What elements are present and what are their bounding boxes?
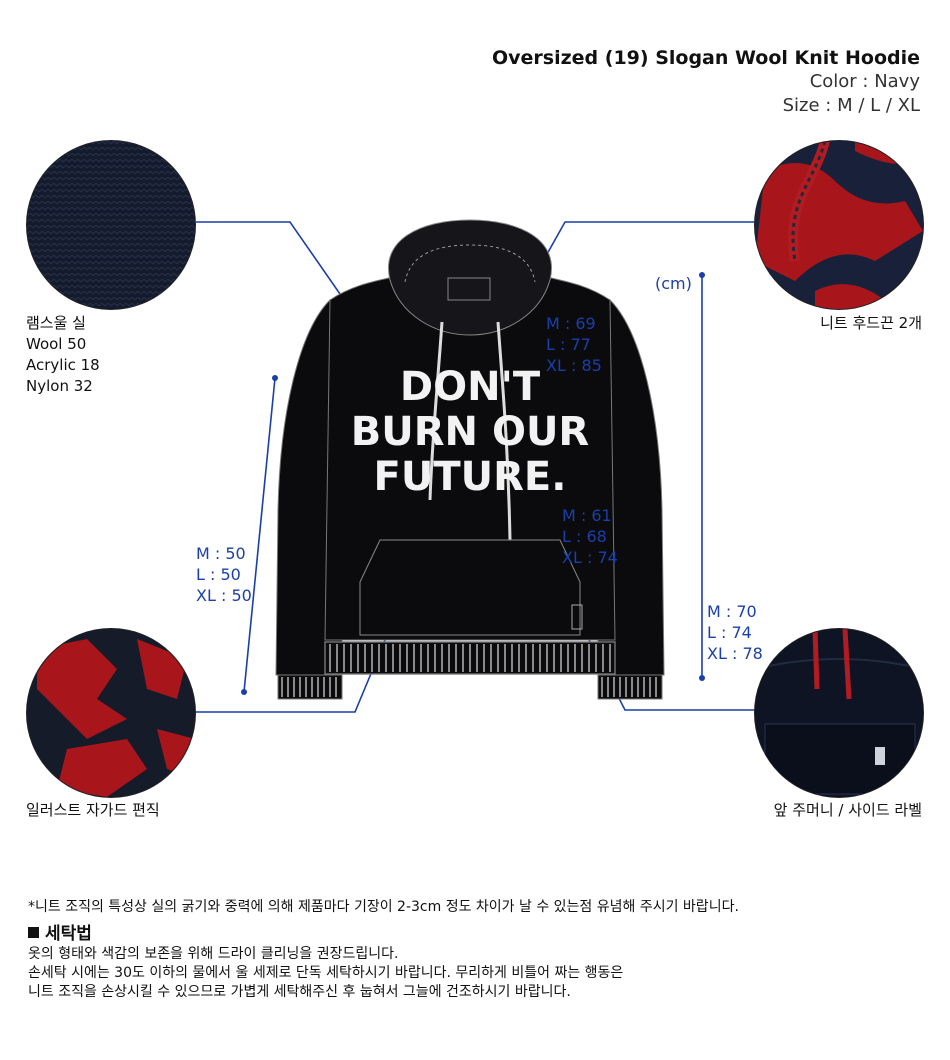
unit-label: (cm) — [655, 273, 692, 294]
measure-value: M : 69 — [546, 314, 596, 333]
chest-measurement: M : 69 L : 77 XL : 85 — [546, 313, 602, 376]
kangaroo-pocket — [359, 539, 581, 636]
sleeve-measurement: M : 50 L : 50 XL : 50 — [196, 543, 252, 606]
measure-value: XL : 74 — [562, 548, 618, 567]
measure-value: L : 74 — [707, 623, 752, 642]
pocket-label-text: 앞 주머니 / 사이드 라벨 — [773, 801, 922, 819]
knit-texture-image — [27, 141, 195, 309]
jacquard-label: 일러스트 자가드 편직 — [26, 800, 160, 821]
product-size: Size : M / L / XL — [782, 95, 920, 116]
wash-heading: 세탁법 — [28, 923, 928, 945]
hem-measurement: M : 61 L : 68 XL : 74 — [562, 505, 618, 568]
wash-line: 니트 조직을 손상시킬 수 있으므로 가볍게 세탁해주신 후 눕혀서 그늘에 건… — [28, 984, 571, 1000]
pocket-detail-circle — [754, 628, 924, 798]
material-line: 램스울 실 — [26, 314, 86, 332]
pocket-image — [755, 629, 923, 797]
product-name: Oversized (19) Slogan Wool Knit Hoodie — [492, 47, 920, 69]
drawstring-image — [755, 141, 923, 309]
drawstring-label-text: 니트 후드끈 2개 — [820, 314, 922, 332]
measure-value: M : 61 — [562, 506, 612, 525]
sleeve-measure-line — [243, 377, 276, 693]
measure-value: L : 68 — [562, 527, 607, 546]
material-line: Nylon 32 — [26, 377, 93, 395]
left-cuff — [277, 674, 343, 700]
slogan-print: DON'T BURN OUR FUTURE. — [351, 364, 589, 500]
side-label — [571, 604, 583, 630]
product-title-block: Oversized (19) Slogan Wool Knit Hoodie C… — [492, 46, 920, 118]
slogan-line-2: BURN OUR — [351, 409, 589, 455]
measure-value: L : 50 — [196, 565, 241, 584]
slogan-line-1: DON'T — [400, 364, 541, 410]
pocket-label: 앞 주머니 / 사이드 라벨 — [774, 800, 922, 821]
hoodie-illustration: DON'T BURN OUR FUTURE. — [275, 219, 665, 700]
drawstring-detail-circle — [754, 140, 924, 310]
measure-value: XL : 50 — [196, 586, 252, 605]
measure-value: L : 77 — [546, 335, 591, 354]
jacquard-image — [27, 629, 195, 797]
care-notes: *니트 조직의 특성상 실의 굵기와 중력에 의해 제품마다 기장이 2-3cm… — [28, 898, 928, 1002]
unit-text: (cm) — [655, 274, 692, 293]
measure-value: M : 70 — [707, 602, 757, 621]
material-label: 램스울 실 Wool 50 Acrylic 18 Nylon 32 — [26, 313, 100, 397]
slogan-line-3: FUTURE. — [374, 454, 567, 500]
material-line: Acrylic 18 — [26, 356, 100, 374]
wash-title: 세탁법 — [45, 924, 92, 944]
product-color: Color : Navy — [809, 71, 920, 92]
material-line: Wool 50 — [26, 335, 87, 353]
measure-value: XL : 78 — [707, 644, 763, 663]
left-drawstring — [428, 321, 444, 501]
wash-line: 손세탁 시에는 30도 이하의 물에서 울 세제로 단독 세탁하시기 바랍니다.… — [28, 965, 624, 981]
measure-value: XL : 85 — [546, 356, 602, 375]
jacquard-label-text: 일러스트 자가드 편직 — [26, 801, 160, 819]
right-cuff — [597, 674, 663, 700]
disclaimer-text: *니트 조직의 특성상 실의 굵기와 중력에 의해 제품마다 기장이 2-3cm… — [28, 899, 739, 915]
drawstring-label: 니트 후드끈 2개 — [820, 313, 922, 334]
jacquard-detail-circle — [26, 628, 196, 798]
wool-texture-circle — [26, 140, 196, 310]
measure-value: M : 50 — [196, 544, 246, 563]
length-measurement: M : 70 L : 74 XL : 78 — [707, 601, 763, 664]
square-bullet-icon — [28, 927, 39, 938]
wash-line: 옷의 형태와 색감의 보존을 위해 드라이 클리닝을 권장드립니다. — [28, 946, 399, 962]
right-drawstring — [496, 321, 512, 541]
hood-label-patch — [447, 277, 491, 301]
